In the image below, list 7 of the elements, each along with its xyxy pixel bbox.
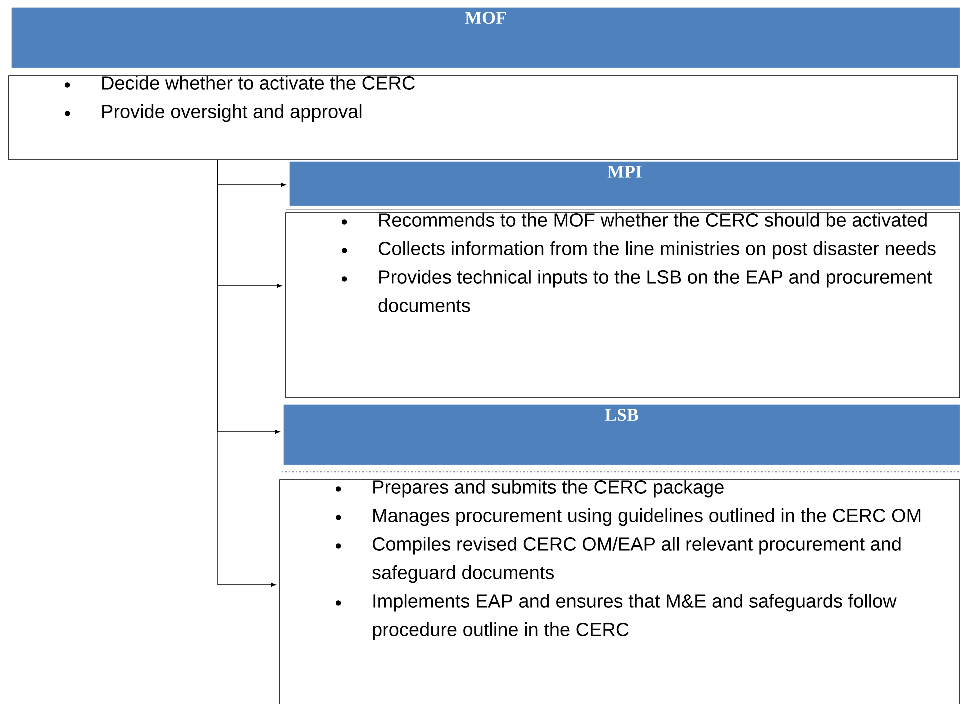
connector-arrow xyxy=(218,160,276,588)
bullet-list-box: Decide whether to activate the CERC Provide oversight and approval xyxy=(8,76,958,160)
bullet-list-box: Prepares and submits the CERC package Manages procurement using guidelines outlined in the CERC OM Compiles revised CERC OM/EAP all relevant procurement and safeguard documents Implements EAP and ensures that M&E and safeguards follow procedure outline in the CERC xyxy=(280,480,960,704)
header-band: MOF xyxy=(12,8,960,68)
bullet-list-box: Recommends to the MOF whether the CERC should be activated Collects information from the line ministries on post disaster needs Provides technical inputs to the LSB on the EAP and procurement documents xyxy=(286,212,960,398)
header-band: LSB xyxy=(284,404,960,466)
header-band: MPI xyxy=(290,162,960,206)
